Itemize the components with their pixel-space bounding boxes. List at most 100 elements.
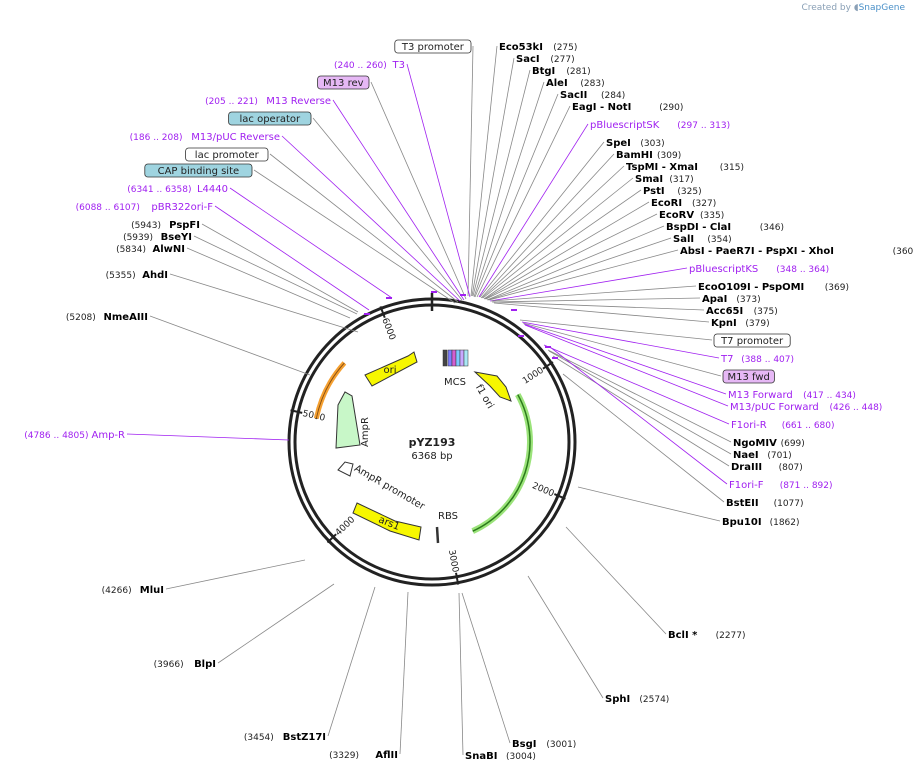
- annotation-layer: Eco53kI(275)SacI(277)BtgI(281)AleI(283)S…: [24, 39, 913, 762]
- btgi-right-leader: [472, 69, 531, 297]
- ecoo109i-pspomi-right-label: EcoO109I - PspOMI: [698, 282, 804, 293]
- l4440-left-position: (6341 .. 6358): [127, 185, 191, 195]
- absi-paer7i-pspxi-xhoi-right-position: (360): [893, 247, 913, 257]
- f1ori-f-right-position: (871 .. 892): [780, 481, 833, 491]
- m13-reverse-left-leader: [332, 99, 465, 301]
- smai-right-position: (317): [669, 175, 693, 185]
- bsteii-right-label: BstEII: [726, 498, 759, 509]
- eco53ki-right-leader: [470, 45, 498, 297]
- alwni-left-position: (5834): [116, 245, 146, 255]
- ecoo109i-pspomi-right-position: (369): [825, 283, 849, 293]
- rbs-tick: [435, 526, 440, 544]
- mlui-left-label: MluI: [140, 585, 164, 596]
- eagi-noti-right-label: EagI - NotI: [572, 102, 631, 113]
- m13-puc-reverse-left-position: (186 .. 208): [130, 133, 183, 143]
- bpu10i-right-position: (1862): [770, 518, 800, 528]
- naei-right-label: NaeI: [733, 450, 759, 461]
- btgi-right-label: BtgI: [532, 66, 555, 77]
- t3-promoter-left-label: T3 promoter: [401, 42, 465, 53]
- ngomiv-right-leader: [547, 349, 732, 443]
- lac-promoter-left-box: [185, 147, 269, 162]
- ars1-arrow: [352, 502, 422, 541]
- bsteii-right-position: (1077): [774, 499, 804, 509]
- naei-right-position: (701): [767, 451, 791, 461]
- bamhi-right-leader: [480, 153, 615, 299]
- m13-forward-right-label: M13 Forward: [728, 390, 793, 401]
- saci-right-label: SacI: [516, 54, 540, 65]
- f1ori-f-right-leader: [549, 346, 728, 485]
- aflii-left-label: AflII: [375, 750, 398, 761]
- spei-right-leader: [479, 141, 605, 298]
- f1ori-region-outline: [472, 394, 531, 532]
- kpni-right-label: KpnI: [711, 318, 737, 329]
- bcli-right-label: BclI *: [668, 630, 698, 641]
- blpi-left-leader: [217, 583, 335, 664]
- mcs-segment-0: [442, 349, 448, 367]
- bstz17i-left-label: BstZ17I: [283, 732, 326, 743]
- credit-brand: SnapGene: [858, 3, 905, 13]
- t7-promoter-right-label: T7 promoter: [720, 336, 784, 347]
- draiii-right-position: (807): [779, 463, 803, 473]
- bstz17i-left-position: (3454): [244, 733, 274, 743]
- credit: Created by ◖SnapGene: [801, 3, 905, 13]
- tick-label-6000: 6000: [379, 317, 397, 342]
- bseyi-left-position: (5939): [123, 233, 153, 243]
- kpni-right-leader: [493, 302, 710, 323]
- m13-reverse-left-position: (205 .. 221): [205, 97, 258, 107]
- ampr-label: AmpR: [360, 417, 371, 447]
- amp-r-left-label: Amp-R: [92, 430, 126, 441]
- acc65i-right-position: (375): [754, 307, 778, 317]
- sphi-right-leader: [527, 575, 604, 699]
- spei-right-position: (303): [640, 139, 664, 149]
- btgi-right-position: (281): [566, 67, 590, 77]
- f1ori-arrow: [473, 371, 512, 402]
- blpi-left-position: (3966): [154, 660, 184, 670]
- ecorv-right-label: EcoRV: [659, 210, 694, 221]
- bsteii-right-leader: [562, 373, 725, 503]
- aflii-left-position: (3329): [329, 751, 359, 761]
- pbluescriptks-right-leader: [489, 267, 688, 302]
- amp-region-outline: [315, 362, 345, 419]
- tspmi-xmai-right-label: TspMI - XmaI: [626, 162, 698, 173]
- m13-puc-forward-right-label: M13/pUC Forward: [730, 402, 819, 413]
- m13-fwd-right-label: M13 fwd: [727, 372, 769, 383]
- t7-promoter-right-leader: [519, 319, 713, 341]
- bamhi-right-position: (309): [657, 151, 681, 161]
- eco53ki-right-position: (275): [553, 43, 577, 53]
- tick-label-2000: 2000: [530, 481, 555, 499]
- alei-right-leader: [473, 81, 545, 298]
- f1ori-r-right-label: F1ori-R: [731, 420, 767, 431]
- mcs-label: MCS: [444, 377, 466, 388]
- tick-mark-5000: [290, 409, 303, 414]
- ecoo109i-pspomi-right-leader: [490, 285, 697, 302]
- pbr322ori-f-left-leader: [214, 205, 370, 311]
- ampr-promoter-arrow: [337, 461, 354, 477]
- pspfi-left-position: (5943): [131, 221, 161, 231]
- sphi-right-label: SphI: [605, 694, 630, 705]
- pbluescriptks-right-label: pBluescriptKS: [689, 264, 758, 275]
- bspdi-clai-right-position: (346): [760, 223, 784, 233]
- naei-right-leader: [548, 350, 732, 455]
- saci-right-leader: [471, 57, 515, 297]
- mcs-segment-3: [455, 349, 461, 367]
- ecori-right-position: (327): [692, 199, 716, 209]
- mcs-segment-2: [451, 349, 457, 367]
- m13-fwd-right-box: [722, 369, 775, 384]
- cap-binding-site-left-box: [144, 163, 253, 178]
- m13-rev-left-box: [317, 75, 370, 90]
- smai-right-label: SmaI: [635, 174, 663, 185]
- lac-promoter-left-label: lac promoter: [195, 150, 260, 161]
- ampr-arrow: [335, 391, 361, 449]
- spei-right-label: SpeI: [606, 138, 631, 149]
- eagi-noti-right-position: (290): [659, 103, 683, 113]
- snabi-right-label: SnaBI: [465, 751, 497, 762]
- f1ori-f-right-label: F1ori-F: [729, 480, 764, 491]
- acc65i-right-label: Acc65I: [706, 306, 743, 317]
- m13-puc-reverse-left-leader: [281, 135, 461, 302]
- tick-mark-1000: [542, 361, 554, 370]
- pbr322ori-f-left-label: pBR322ori-F: [151, 202, 213, 213]
- m13-puc-forward-right-position: (426 .. 448): [830, 403, 883, 413]
- t7-promoter-right-box: [713, 333, 791, 348]
- m13-rev-left-label: M13 rev: [323, 78, 364, 89]
